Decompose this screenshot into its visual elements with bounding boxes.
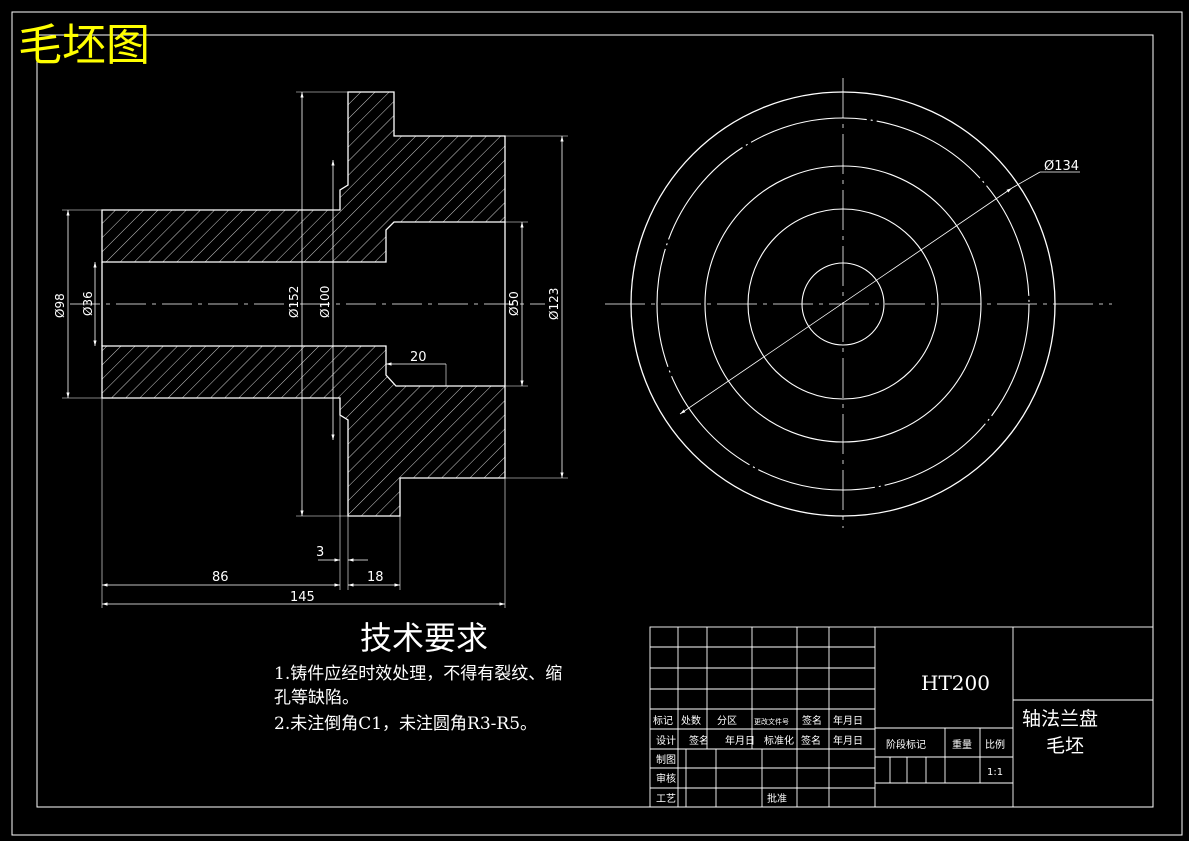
cell-change-doc: 更改文件号: [754, 717, 789, 726]
cell-weight: 重量: [952, 738, 972, 751]
dim-d123: Ø123: [547, 288, 561, 320]
cell-sign-2: 签名: [801, 734, 821, 747]
dim-145: 145: [290, 590, 315, 605]
dim-20: 20: [410, 350, 427, 365]
part-name-line2: 毛坯: [1046, 735, 1084, 757]
end-view: [605, 78, 1112, 528]
dim-d152: Ø152: [287, 286, 301, 318]
section-view: Ø98 Ø36 Ø152 Ø100 Ø50 Ø123 20 3 86: [53, 91, 568, 608]
cell-sign-1: 签名: [802, 714, 822, 727]
requirements-heading: 技术要求: [360, 619, 489, 657]
dim-d134: Ø134: [1044, 159, 1079, 174]
cell-scale-label: 比例: [985, 738, 1005, 751]
outer-frame: [11, 11, 1183, 836]
dim-d50: Ø50: [507, 291, 521, 316]
dim-3: 3: [316, 545, 324, 560]
cell-date-1: 年月日: [833, 714, 863, 727]
d134-leader: [679, 187, 1013, 415]
title-block: [649, 626, 1154, 808]
cell-stage-mark: 阶段标记: [886, 738, 926, 751]
inner-frame: [36, 34, 1154, 808]
upper-hatched-section: [101, 91, 506, 263]
cell-scale-value: 1:1: [987, 767, 1003, 778]
drawing-title: 毛坯图: [18, 20, 150, 71]
requirements-line-1b: 孔等缺陷。: [274, 688, 359, 708]
cell-drawing: 制图: [656, 753, 676, 766]
cell-design-date: 年月日: [725, 734, 755, 747]
title-block-text: HT200 轴法兰盘 毛坯 标记 处数 分区 更改文件号 签名 年月日 设计 签…: [653, 671, 1098, 805]
cell-standardize: 标准化: [764, 734, 794, 747]
lower-hatched-section: [101, 345, 506, 517]
cell-mark: 标记: [653, 715, 673, 727]
requirements-line-2: 2.未注倒角C1，未注圆角R3-R5。: [274, 714, 538, 734]
cell-process: 工艺: [656, 793, 676, 805]
dim-d100: Ø100: [318, 286, 332, 318]
part-name-line1: 轴法兰盘: [1022, 708, 1098, 730]
cell-design-sign: 签名: [689, 734, 709, 747]
dim-d98: Ø98: [53, 293, 67, 318]
cell-design: 设计: [656, 734, 676, 747]
requirements-line-1a: 1.铸件应经时效处理，不得有裂纹、缩: [274, 664, 563, 684]
cell-date-2: 年月日: [833, 734, 863, 747]
cell-approve: 批准: [767, 792, 787, 805]
dim-18: 18: [367, 570, 384, 585]
dim-d36: Ø36: [81, 291, 95, 316]
dim-86: 86: [212, 570, 229, 585]
cell-zone: 分区: [717, 715, 737, 727]
cell-count: 处数: [681, 714, 701, 727]
cell-review: 审核: [656, 772, 676, 785]
material-label: HT200: [921, 671, 990, 695]
